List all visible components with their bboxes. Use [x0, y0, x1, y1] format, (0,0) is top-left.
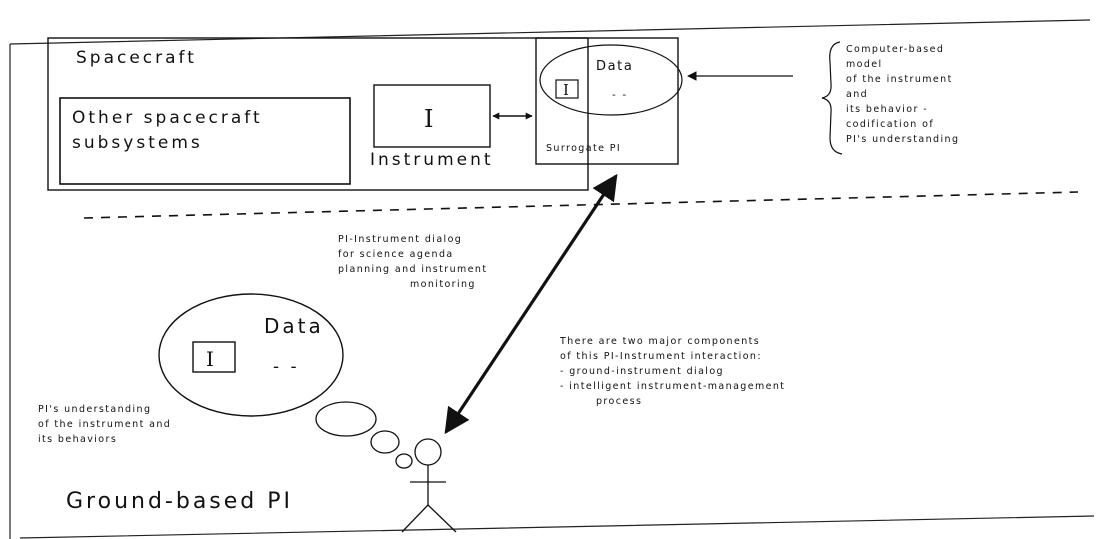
thought-trail-small [395, 453, 413, 469]
pi-understanding-note: PI's understanding of the instrument and… [38, 404, 171, 445]
model-note-line: codification of [846, 119, 934, 130]
thought-dashes: - - [273, 357, 300, 377]
pi-understanding-line: of the instrument and [38, 419, 171, 430]
ground-pi-figure [401, 438, 457, 533]
instrument-glyph: I [424, 105, 433, 133]
thought-trail-medium [370, 430, 400, 454]
model-note-line: and [846, 89, 868, 100]
surrogate-data-instrument-box [555, 79, 579, 99]
spacecraft-box [47, 37, 589, 191]
dialog-note-line: PI-Instrument dialog [338, 234, 462, 245]
pi-understanding-line: PI's understanding [38, 404, 151, 415]
dialog-note: PI-Instrument dialog for science agenda … [338, 234, 487, 290]
instrument-label: Instrument [370, 150, 494, 170]
page-frame [9, 19, 1095, 539]
surrogate-pi-label: Surrogate PI [546, 143, 621, 154]
components-note-line: of this PI-Instrument interaction: [560, 351, 762, 362]
components-note-line: - ground-instrument dialog [560, 366, 724, 377]
spacecraft-title: Spacecraft [76, 48, 197, 68]
surrogate-data-bubble [539, 44, 683, 116]
model-note: Computer-based model of the instrument a… [846, 44, 959, 145]
thought-bubble [158, 293, 344, 417]
surrogate-data-word: Data [596, 59, 633, 74]
thought-instrument-box [192, 341, 236, 373]
surrogate-data-glyph: I [563, 81, 569, 99]
components-note: There are two major components of this P… [559, 336, 785, 407]
other-subsystems-box [59, 97, 351, 185]
space-ground-divider [83, 191, 1079, 219]
model-note-line: model [846, 59, 883, 70]
model-note-line: its behavior - [846, 104, 928, 115]
thought-instrument-glyph: I [206, 347, 214, 371]
surrogate-pi-box [535, 37, 679, 165]
components-note-line: - intelligent instrument-management [560, 381, 785, 392]
other-subsystems-line-1: Other spacecraft [72, 108, 263, 128]
model-note-line: Computer-based [846, 44, 944, 55]
model-note-brace [821, 41, 843, 155]
model-note-line: PI's understanding [846, 134, 959, 145]
components-note-line: process [596, 396, 642, 407]
dialog-note-line: monitoring [410, 279, 476, 290]
model-note-line: of the instrument [846, 74, 953, 85]
components-note-line: There are two major components [559, 336, 760, 347]
thought-data-word: Data [264, 314, 324, 338]
surrogate-data-dashes: - - [612, 89, 628, 101]
pi-understanding-line: its behaviors [38, 434, 117, 445]
dialog-note-line: for science agenda [338, 249, 454, 260]
ground-space-dialog-arrow [444, 173, 618, 435]
other-subsystems-line-2: subsystems [72, 133, 203, 153]
thought-trail-large [315, 401, 377, 437]
ground-based-pi-label: Ground-based PI [66, 489, 293, 514]
dialog-note-line: planning and instrument [338, 264, 487, 275]
instrument-box [373, 84, 491, 148]
